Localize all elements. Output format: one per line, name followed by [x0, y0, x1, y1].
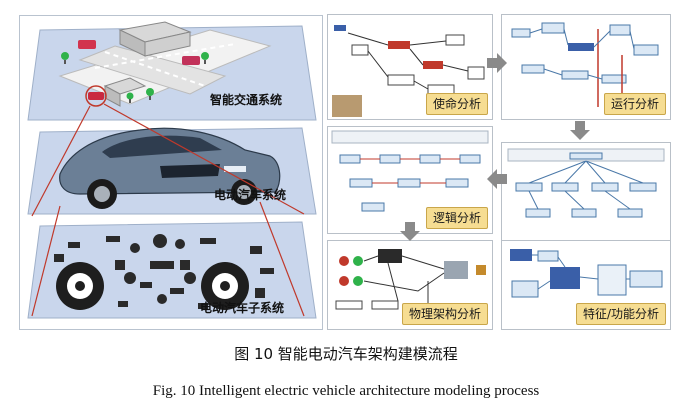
physical-architecture-card: 物理架构分析 — [327, 240, 493, 330]
analysis-workflow: 使命分析 运行分析 — [325, 12, 671, 330]
subsystem-layer-label: 电动汽车子系统 — [200, 301, 285, 315]
car-highlight-circle — [85, 85, 107, 107]
arrow-left-icon — [487, 169, 507, 189]
zoom-line — [31, 105, 91, 217]
gear-icon — [124, 234, 196, 304]
building-icon — [103, 21, 192, 107]
physical-diagram-thumbnail — [335, 249, 486, 310]
wrench-icon — [54, 236, 274, 309]
feature-function-analysis-card: 特征/功能分析 — [501, 240, 671, 330]
flow-diagram-thumbnail — [507, 148, 665, 218]
tree-icon — [61, 52, 209, 103]
mission-diagram-thumbnail — [332, 25, 485, 117]
figure-caption-english: Fig. 10 Intelligent electric vehicle arc… — [152, 383, 540, 399]
zoom-line — [259, 201, 305, 317]
mission-analysis-card: 使命分析 — [327, 14, 493, 120]
logic-analysis-card: 逻辑分析 — [327, 126, 493, 234]
operation-analysis-label: 运行分析 — [603, 93, 666, 115]
zoom-line — [31, 205, 61, 317]
arrow-down-icon — [570, 121, 590, 140]
wheel-icon — [56, 262, 249, 310]
zoom-line — [103, 103, 305, 215]
feature-diagram-thumbnail — [510, 249, 663, 298]
system-layers-illustration: 智能交通系统 电动汽车系统 电动汽车子系统 — [19, 15, 323, 330]
mission-analysis-label: 使命分析 — [425, 93, 488, 115]
flow-diagram-card — [501, 142, 671, 242]
logic-diagram-thumbnail — [331, 130, 489, 212]
traffic-layer-label: 智能交通系统 — [210, 93, 283, 107]
operation-analysis-card: 运行分析 — [501, 14, 671, 120]
feature-function-analysis-label: 特征/功能分析 — [575, 303, 666, 325]
arrow-down-icon — [400, 222, 420, 241]
car-icon — [78, 40, 200, 100]
layers-drawing — [27, 21, 317, 319]
operation-diagram-thumbnail — [511, 22, 659, 107]
car-icon — [59, 127, 281, 209]
figure-caption-chinese: 图 10 智能电动汽车架构建模流程 — [234, 345, 458, 363]
physical-architecture-label: 物理架构分析 — [401, 303, 488, 325]
vehicle-layer-label: 电动汽车系统 — [214, 188, 287, 202]
arrow-right-icon — [487, 53, 507, 73]
logic-analysis-label: 逻辑分析 — [425, 207, 488, 229]
